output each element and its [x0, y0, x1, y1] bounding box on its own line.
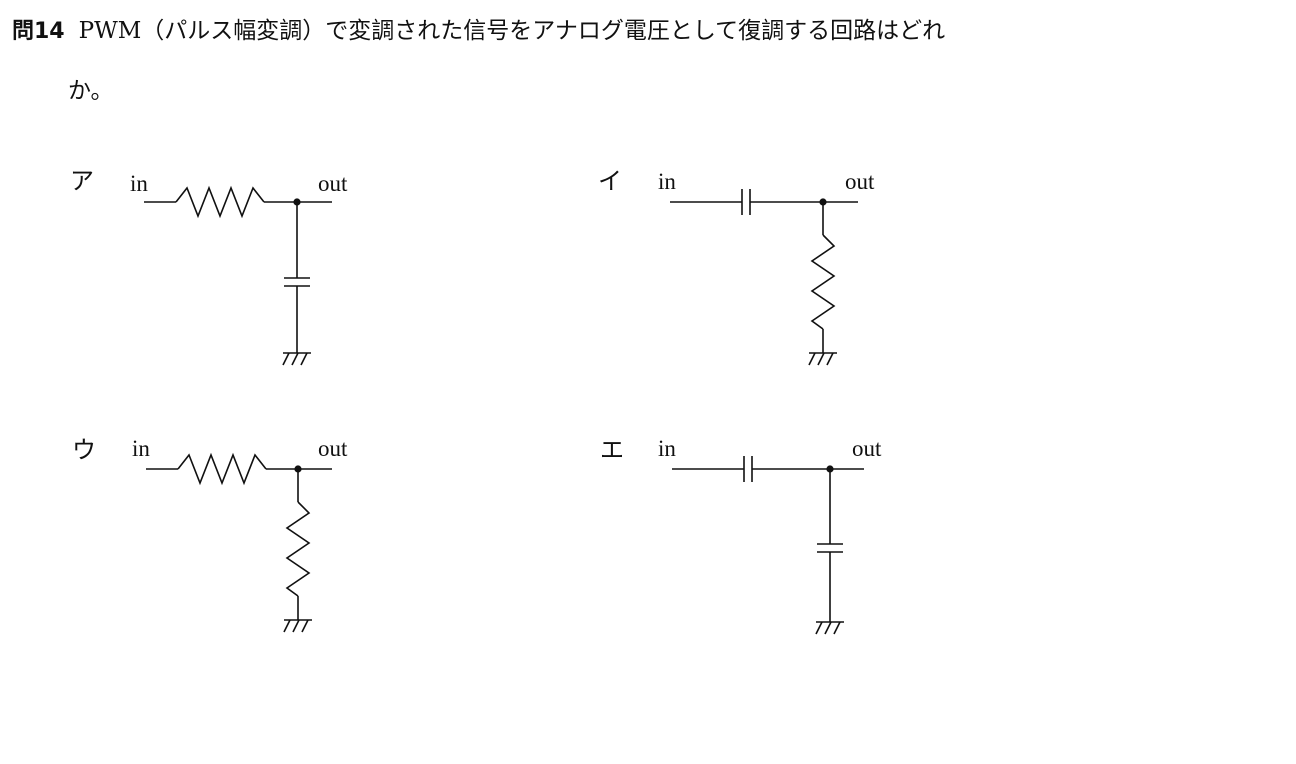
series-resistor — [175, 185, 265, 219]
option-label: エ — [600, 436, 624, 464]
ground-symbol — [283, 619, 312, 633]
question-number: 問14 — [12, 19, 65, 44]
question: 問14 PWM（パルス幅変調）で変調された信号をアナログ電圧として復調する回路はど… — [12, 14, 1282, 104]
input-terminal-label: in — [658, 436, 676, 461]
shunt-capacitor — [284, 277, 310, 287]
option-label: イ — [598, 167, 622, 195]
option-a: ア in out — [64, 165, 364, 385]
ground-symbol — [282, 352, 311, 366]
circuit-diagram — [144, 185, 332, 366]
shunt-capacitor — [817, 543, 843, 553]
option-i: イ in out — [592, 165, 892, 385]
option-label: ア — [70, 167, 94, 195]
shunt-resistor — [810, 234, 836, 330]
input-terminal-label: in — [130, 171, 148, 196]
circuit-diagram — [670, 189, 858, 366]
option-label: ウ — [72, 436, 96, 464]
series-capacitor — [741, 189, 751, 215]
input-terminal-label: in — [658, 169, 676, 194]
series-capacitor — [743, 456, 753, 482]
ground-symbol — [808, 352, 837, 366]
question-text-1: PWM（パルス幅変調）で変調された信号をアナログ電圧として復調する回路はどれ — [78, 18, 946, 44]
shunt-resistor — [285, 501, 311, 597]
option-e: エ in out — [592, 432, 892, 652]
question-line-1: 問14 PWM（パルス幅変調）で変調された信号をアナログ電圧として復調する回路はど… — [12, 14, 945, 49]
output-terminal-label: out — [318, 436, 348, 461]
output-terminal-label: out — [845, 169, 875, 194]
option-u: ウ in out — [64, 432, 364, 652]
circuit-diagram — [672, 456, 864, 635]
series-resistor — [177, 452, 267, 486]
question-line-2: か。 — [68, 78, 114, 104]
input-terminal-label: in — [132, 436, 150, 461]
output-terminal-label: out — [318, 171, 348, 196]
output-terminal-label: out — [852, 436, 882, 461]
ground-symbol — [815, 621, 844, 635]
circuit-diagram — [146, 452, 332, 633]
